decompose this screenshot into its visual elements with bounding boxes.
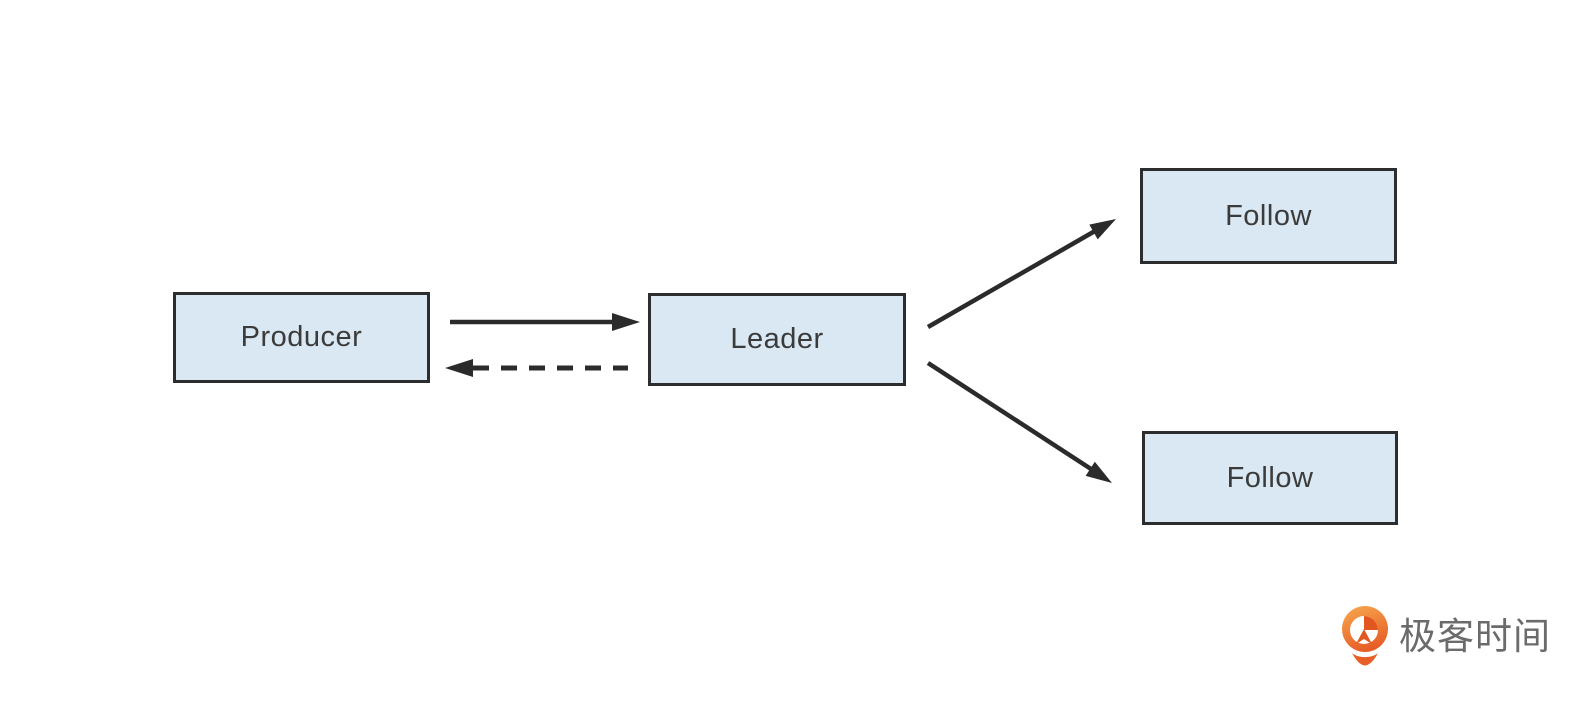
edge-producer-to-leader-arrowhead [612,313,640,331]
edge-leader-to-producer [445,359,628,377]
geektime-logo-text: 极客时间 [1399,615,1551,657]
edge-leader-to-follow-top [926,219,1116,329]
edge-leader-to-follow-bottom-arrowhead [1085,461,1112,483]
edge-leader-to-follow-top-line [926,229,1097,329]
node-producer: Producer [173,292,430,383]
node-follow-bottom: Follow [1142,431,1398,525]
edge-leader-to-follow-bottom-line [926,361,1093,471]
node-leader-label: Leader [730,323,824,355]
geektime-logo-icon [1342,606,1388,666]
edge-leader-to-follow-bottom [926,361,1112,483]
node-follow-top-label: Follow [1225,199,1312,232]
node-producer-label: Producer [240,321,363,353]
edge-leader-to-follow-top-arrowhead [1089,219,1116,240]
node-leader: Leader [648,293,906,386]
edge-producer-to-leader [450,313,640,331]
geektime-logo: 极客时间 [1340,604,1551,666]
node-follow-bottom-label: Follow [1226,461,1314,494]
node-follow-top: Follow [1140,168,1397,264]
edge-leader-to-producer-arrowhead [445,359,473,377]
